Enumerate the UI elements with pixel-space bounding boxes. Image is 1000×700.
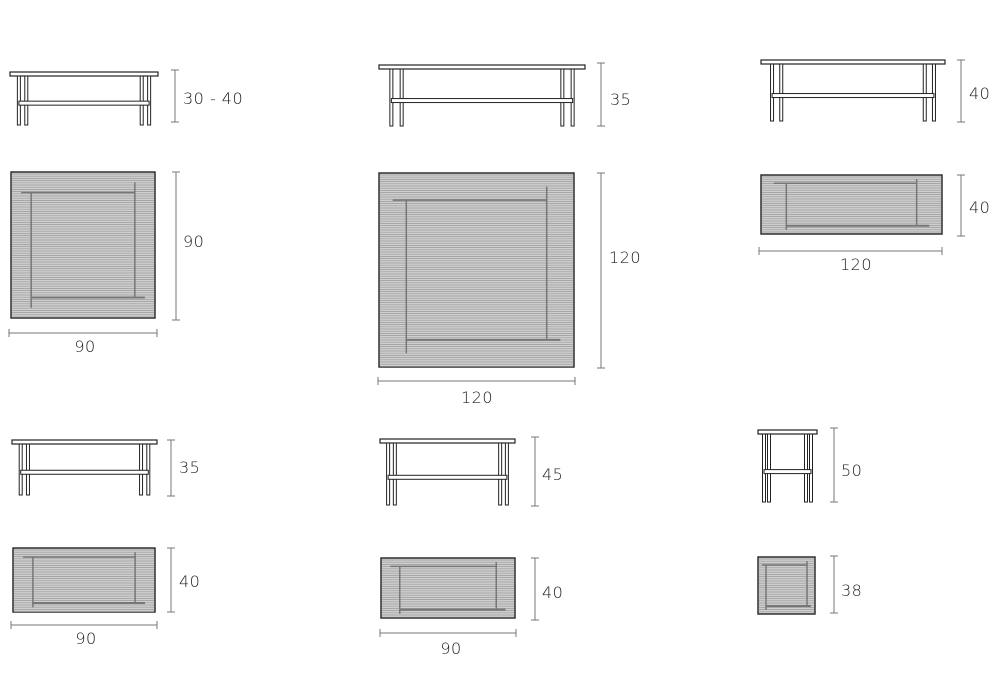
table-2	[760, 59, 946, 235]
table-leg	[779, 63, 784, 122]
height-label: 35	[179, 458, 201, 477]
table-top-plan-view	[378, 172, 575, 368]
height-label: 35	[610, 90, 632, 109]
height-label: 45	[542, 465, 564, 484]
width-label: 120	[460, 388, 494, 407]
table-leg	[762, 433, 766, 503]
table-leg	[386, 442, 391, 506]
table-leg	[389, 68, 394, 127]
table-leg	[392, 442, 397, 506]
table-leg	[139, 443, 144, 496]
width-label: 90	[75, 629, 97, 648]
lower-shelf-side-view	[18, 100, 150, 106]
table-leg	[570, 68, 575, 127]
table-leg	[931, 63, 936, 122]
width-label: 120	[839, 255, 873, 274]
table-top-side-view	[9, 71, 159, 77]
height-label: 50	[841, 461, 863, 480]
height-label: 40	[969, 84, 991, 103]
table-leg	[498, 442, 503, 506]
table-leg	[770, 63, 775, 122]
width-label: 90	[74, 337, 96, 356]
table-top-side-view	[11, 439, 158, 445]
table-top-side-view	[760, 59, 946, 65]
table-leg	[18, 443, 23, 496]
table-0	[9, 71, 159, 319]
depth-label: 120	[609, 248, 642, 267]
table-leg	[767, 433, 771, 503]
lower-shelf-side-view	[763, 469, 812, 475]
table-leg	[809, 433, 813, 503]
table-3	[11, 439, 158, 613]
table-leg	[399, 68, 404, 127]
depth-label: 40	[179, 572, 201, 591]
depth-label: 40	[542, 583, 564, 602]
lower-shelf-side-view	[390, 98, 574, 104]
table-top-side-view	[379, 438, 516, 444]
table-leg	[804, 433, 808, 503]
table-5	[757, 429, 818, 615]
lower-shelf-side-view	[20, 469, 149, 475]
table-leg	[25, 443, 30, 496]
height-label: 30 - 40	[183, 89, 244, 108]
table-leg	[504, 442, 509, 506]
lower-shelf-side-view	[771, 93, 935, 99]
table-1	[378, 64, 586, 368]
table-leg	[16, 75, 21, 126]
width-label: 90	[440, 639, 462, 658]
table-top-plan-view	[760, 174, 943, 235]
lower-shelf-side-view	[387, 474, 508, 480]
table-top-plan-view	[380, 557, 516, 619]
table-4	[379, 438, 516, 619]
depth-label: 40	[969, 198, 991, 217]
table-leg	[147, 75, 152, 126]
table-leg	[560, 68, 565, 127]
depth-label: 90	[183, 232, 205, 251]
table-leg	[24, 75, 29, 126]
table-leg	[139, 75, 144, 126]
table-top-side-view	[378, 64, 586, 70]
table-top-side-view	[757, 429, 818, 435]
table-leg	[922, 63, 927, 122]
table-leg	[146, 443, 151, 496]
depth-label: 38	[841, 581, 863, 600]
